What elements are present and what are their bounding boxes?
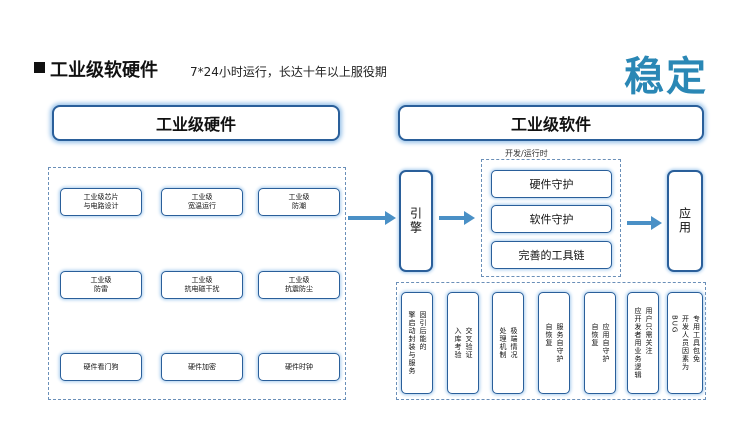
software-header: 工业级软件 bbox=[398, 105, 704, 141]
engine-label: 引擎 bbox=[408, 207, 423, 235]
arrow-right-icon bbox=[348, 211, 396, 225]
hw-item-encryption: 硬件加密 bbox=[161, 353, 243, 381]
application-label: 应用 bbox=[677, 207, 692, 235]
hw-item-emi: 工业级 抗电磁干扰 bbox=[161, 271, 243, 299]
software-guard-box: 软件守护 bbox=[491, 205, 612, 233]
hw-item-moisture: 工业级 防潮 bbox=[258, 188, 340, 216]
hw-item-watchdog: 硬件看门狗 bbox=[60, 353, 142, 381]
page-subtitle: 7*24小时运行，长达十年以上服役期 bbox=[190, 65, 387, 79]
dev-run-label: 开发/运行时 bbox=[505, 149, 548, 158]
hw-item-chip-circuit: 工业级芯片 与电路设计 bbox=[60, 188, 142, 216]
hardware-guard-box: 硬件守护 bbox=[491, 170, 612, 198]
feature-engine-boot: 固引后能的 擎启动封装与服务 bbox=[401, 292, 433, 394]
arrow-right-icon bbox=[627, 216, 662, 230]
features-area bbox=[396, 282, 706, 400]
application-box: 应用 bbox=[667, 170, 703, 272]
hw-item-wide-temp: 工业级 宽温运行 bbox=[161, 188, 243, 216]
hw-item-clock: 硬件时钟 bbox=[258, 353, 340, 381]
hardware-header: 工业级硬件 bbox=[52, 105, 340, 141]
feature-extreme-handling: 极端情况 处理机制 bbox=[492, 292, 524, 394]
arrow-right-icon bbox=[439, 211, 475, 225]
feature-app-self-recovery: 应用自守护 自恢复 bbox=[584, 292, 616, 394]
hw-item-lightning: 工业级 防雷 bbox=[60, 271, 142, 299]
highlight-word: 稳定 bbox=[624, 54, 708, 100]
runtime-area bbox=[481, 159, 621, 277]
feature-business-logic: 用户只需关注 应开发者用业务逻辑 bbox=[627, 292, 659, 394]
toolchain-box: 完善的工具链 bbox=[491, 241, 612, 269]
feature-toolkit: 专用工具包免 开发人员因素为 BUG bbox=[667, 292, 703, 394]
feature-cross-validation: 交叉验证 入库考验 bbox=[447, 292, 479, 394]
hw-item-shock-dust: 工业级 抗震防尘 bbox=[258, 271, 340, 299]
engine-box: 引擎 bbox=[399, 170, 433, 272]
title-bullet bbox=[34, 62, 45, 73]
feature-service-self-recovery: 服务自守护 自恢复 bbox=[538, 292, 570, 394]
page-title: 工业级软硬件 bbox=[50, 60, 158, 81]
hardware-area bbox=[48, 167, 346, 400]
